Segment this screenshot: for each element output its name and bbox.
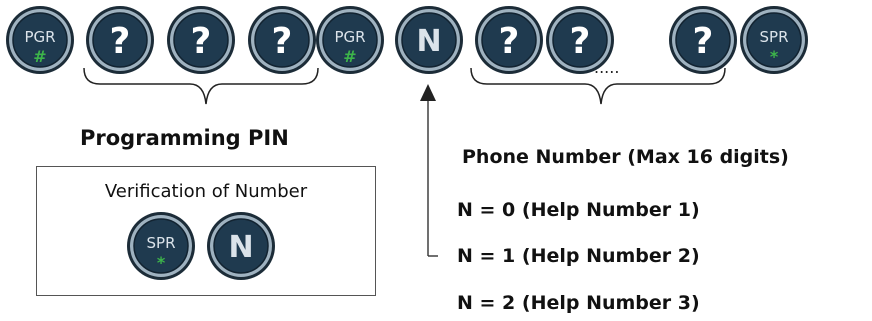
key-symbol: * xyxy=(157,253,166,272)
digit-button: ? xyxy=(86,6,154,74)
phone-number-brace xyxy=(470,67,726,105)
digit-placeholder: ? xyxy=(693,21,714,62)
digit-placeholder: ? xyxy=(191,21,212,62)
pgr-key-button: PGR# xyxy=(6,6,74,74)
option-n1: N = 1 (Help Number 2) xyxy=(457,245,700,267)
option-n2: N = 2 (Help Number 3) xyxy=(457,292,700,314)
digit-button: ? xyxy=(546,6,614,74)
digit-placeholder: ? xyxy=(272,21,293,62)
verification-box: Verification of Number xyxy=(36,166,376,296)
digit-button: ? xyxy=(669,6,737,74)
n-arrow xyxy=(420,84,438,257)
key-label: PGR xyxy=(24,28,55,46)
phone-number-label: Phone Number (Max 16 digits) xyxy=(462,146,789,168)
digit-button: ? xyxy=(475,6,543,74)
n-button: N xyxy=(207,212,275,280)
digit-button: ? xyxy=(167,6,235,74)
ellipsis: ..... xyxy=(594,58,619,77)
verification-title: Verification of Number xyxy=(104,181,308,202)
n-label: N xyxy=(416,24,441,59)
key-label: SPR xyxy=(760,28,789,46)
n-label: N xyxy=(228,230,253,265)
digit-button: ? xyxy=(248,6,316,74)
programming-pin-brace xyxy=(83,67,319,105)
verification-buttons: SPR* N xyxy=(127,212,275,280)
digit-placeholder: ? xyxy=(570,21,591,62)
button-sequence: PGR#???PGR#N???SPR* xyxy=(6,6,808,74)
key-symbol: * xyxy=(770,47,779,66)
programming-pin-label: Programming PIN xyxy=(80,126,289,150)
key-label: SPR xyxy=(147,234,176,252)
digit-placeholder: ? xyxy=(499,21,520,62)
n-button: N xyxy=(395,6,463,74)
key-label: PGR xyxy=(334,28,365,46)
spr-key-button: SPR* xyxy=(127,212,195,280)
digit-placeholder: ? xyxy=(110,21,131,62)
key-symbol: # xyxy=(33,47,46,66)
pgr-key-button: PGR# xyxy=(316,6,384,74)
option-n0: N = 0 (Help Number 1) xyxy=(457,199,700,221)
key-symbol: # xyxy=(343,47,356,66)
spr-key-button: SPR* xyxy=(740,6,808,74)
